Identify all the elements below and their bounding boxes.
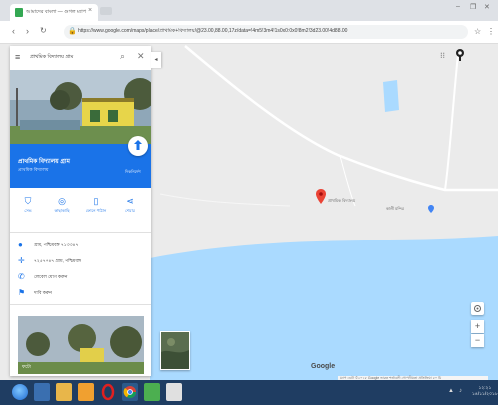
clear-search-icon[interactable]: ✕ bbox=[137, 51, 145, 61]
ie-taskbar-icon[interactable] bbox=[34, 383, 50, 401]
app-taskbar-icon[interactable] bbox=[144, 383, 160, 401]
reload-icon[interactable]: ↻ bbox=[40, 26, 47, 35]
tab-title: আমাদের বাংলা — গুগল ম্যাপ bbox=[26, 9, 87, 15]
zoom-out-button[interactable]: − bbox=[471, 334, 484, 347]
nearby-button[interactable]: ◎ কাছাকাছি bbox=[46, 196, 78, 215]
directions-icon bbox=[134, 140, 142, 150]
pin-label: প্রাথমিক বিদ্যালয় bbox=[328, 198, 356, 203]
send-to-phone-button[interactable]: ▯ ফোনে পাঠান bbox=[80, 196, 112, 215]
lock-icon: 🔒 bbox=[68, 28, 77, 35]
side-road bbox=[444, 53, 459, 191]
poi-marker-icon[interactable] bbox=[428, 205, 434, 213]
address-bar[interactable]: 🔒 https://www.google.com/maps/place/প্রা… bbox=[64, 25, 468, 39]
place-panel: ≡ প্রাথমিক বিদ্যালয় গ্রাম ⌕ ✕ প্রাথমিক … bbox=[10, 46, 151, 376]
window-close-icon[interactable]: ✕ bbox=[484, 4, 490, 11]
apps-grid-icon[interactable]: ⁝⁝ bbox=[440, 51, 446, 60]
poi-label[interactable]: কালী মন্দির bbox=[386, 206, 404, 211]
share-icon: ⋖ bbox=[126, 196, 134, 206]
start-button[interactable] bbox=[12, 384, 28, 400]
directions-button[interactable] bbox=[128, 136, 148, 156]
maps-favicon-icon bbox=[15, 8, 23, 17]
river-water bbox=[150, 236, 498, 380]
browser-tab[interactable]: আমাদের বাংলা — গুগল ম্যাপ × bbox=[10, 4, 98, 21]
system-tray: ▲ ♪ ১২:২১ ১৪/১১/২০১৮ bbox=[446, 385, 498, 401]
tray-up-arrow-icon[interactable]: ▲ bbox=[448, 388, 454, 394]
place-photo[interactable] bbox=[10, 70, 151, 144]
place-pin-icon[interactable] bbox=[316, 189, 326, 204]
save-button[interactable]: ⛉ সেভ bbox=[12, 196, 44, 215]
chrome-taskbar-icon[interactable] bbox=[122, 383, 138, 401]
phone-icon: ▯ bbox=[93, 196, 99, 206]
directions-label: দিকনির্দেশ bbox=[125, 169, 141, 174]
search-icon[interactable]: ⌕ bbox=[120, 51, 126, 61]
volume-icon[interactable]: ♪ bbox=[459, 388, 462, 394]
paint-taskbar-icon[interactable] bbox=[166, 383, 182, 401]
new-tab-button[interactable] bbox=[100, 7, 112, 15]
menu-icon[interactable]: ≡ bbox=[15, 52, 21, 62]
claim-text: দাবি করুন bbox=[34, 290, 52, 295]
browser-tab-strip bbox=[0, 0, 498, 21]
pond-water bbox=[383, 80, 399, 112]
place-header bbox=[10, 144, 151, 188]
place-title: প্রাথমিক বিদ্যালয় গ্রাম bbox=[18, 159, 70, 165]
plus-code-icon: ✛ bbox=[18, 256, 25, 265]
plus-code-text: ৭২৫৭+৪৭ গ্রাম, পশ্চিমবঙ্গ bbox=[34, 258, 81, 263]
minimize-icon[interactable]: – bbox=[456, 3, 460, 10]
maximize-icon[interactable]: ❐ bbox=[470, 4, 477, 11]
taskbar bbox=[0, 380, 498, 405]
search-input[interactable]: প্রাথমিক বিদ্যালয় গ্রাম bbox=[30, 54, 74, 60]
tab-close-icon[interactable]: × bbox=[88, 7, 93, 14]
place-category: প্রাথমিক বিদ্যালয় bbox=[18, 167, 49, 172]
add-label-text: লেবেল যোগ করুন bbox=[34, 274, 68, 279]
claim-row[interactable]: ⚑ দাবি করুন bbox=[18, 288, 148, 300]
divider bbox=[10, 304, 151, 305]
plus-code-row[interactable]: ✛ ৭২৫৭+৪৭ গ্রাম, পশ্চিমবঙ্গ bbox=[18, 256, 148, 268]
address-text: গ্রাম, পশ্চিমবঙ্গ ৭১৩৩৪৭ bbox=[34, 242, 79, 247]
back-icon[interactable]: ‹ bbox=[12, 26, 15, 36]
google-logo: Google bbox=[311, 363, 336, 370]
phone-call-icon: ✆ bbox=[18, 272, 25, 281]
map-tiles bbox=[0, 44, 498, 380]
lane bbox=[339, 155, 356, 207]
url-text: https://www.google.com/maps/place/প্রাথম… bbox=[78, 28, 348, 34]
flag-icon: ⚑ bbox=[18, 288, 26, 297]
nearby-icon: ◎ bbox=[58, 196, 66, 206]
collapse-panel-button[interactable]: ◂ bbox=[151, 52, 161, 68]
opera-taskbar-icon[interactable] bbox=[100, 383, 116, 401]
add-label-row[interactable]: ✆ লেবেল যোগ করুন bbox=[18, 272, 148, 284]
zoom-in-button[interactable]: + bbox=[471, 320, 484, 333]
share-button[interactable]: ⋖ শেয়ার bbox=[114, 196, 146, 215]
address-row[interactable]: ● গ্রাম, পশ্চিমবঙ্গ ৭১৩৩৪৭ bbox=[18, 240, 148, 252]
location-pin-icon: ● bbox=[18, 240, 23, 249]
map-attribution: ম্যাপ ডেটা ©২০১৮ Google ভারত শর্তাবলী গো… bbox=[340, 376, 442, 380]
media-taskbar-icon[interactable] bbox=[78, 383, 94, 401]
my-location-button[interactable] bbox=[471, 302, 484, 315]
user-location-icon[interactable] bbox=[455, 48, 465, 62]
explorer-taskbar-icon[interactable] bbox=[56, 383, 72, 401]
photos-label: ফটো bbox=[22, 364, 31, 369]
main-road bbox=[184, 45, 498, 192]
clock[interactable]: ১২:২১ ১৪/১১/২০১৮ bbox=[472, 385, 498, 397]
forward-icon[interactable]: › bbox=[26, 26, 29, 36]
bookmark-star-icon[interactable]: ☆ bbox=[474, 27, 482, 36]
clock-date: ১৪/১১/২০১৮ bbox=[472, 391, 498, 396]
crosshair-icon bbox=[474, 305, 481, 312]
browser-menu-icon[interactable]: ⋮ bbox=[487, 27, 495, 36]
satellite-layer-button[interactable] bbox=[160, 331, 190, 370]
bookmark-icon: ⛉ bbox=[24, 196, 32, 206]
clock-time: ১২:২১ bbox=[478, 385, 492, 390]
map-footer: ম্যাপ ডেটা ©২০১৮ Google ভারত শর্তাবলী গো… bbox=[338, 376, 488, 382]
divider bbox=[10, 232, 151, 233]
photos-thumbnail[interactable] bbox=[18, 316, 144, 374]
